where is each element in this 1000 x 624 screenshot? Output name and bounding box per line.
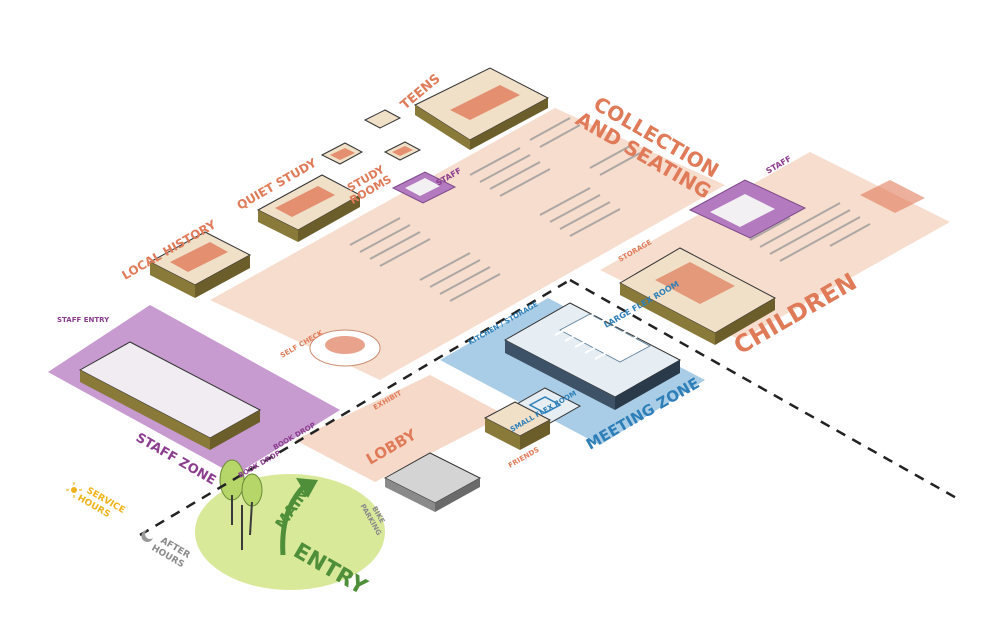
friends-room	[483, 401, 552, 450]
after-hours-boundary-line	[569, 278, 961, 502]
self-check-kiosk	[309, 329, 381, 367]
staff-desk-top	[391, 171, 457, 204]
staff-offices	[78, 341, 262, 450]
teens-room	[413, 67, 550, 150]
quiet-study-room	[256, 174, 362, 242]
restrooms	[383, 452, 482, 512]
friends-label: FRIENDS	[507, 446, 541, 470]
local-history-room	[148, 231, 252, 298]
children-room	[618, 247, 777, 345]
children-play-area	[860, 180, 925, 213]
entry-arrow-icon	[280, 483, 307, 556]
entry-trees	[219, 459, 263, 550]
meeting-seating	[554, 310, 641, 360]
sun-icon	[71, 487, 77, 493]
moon-icon	[141, 530, 153, 542]
staff-entry-label: STAFF ENTRY	[57, 316, 110, 324]
children-shelving	[749, 202, 871, 262]
study-rooms	[320, 109, 422, 165]
lobby-area	[295, 375, 505, 482]
staff-desk-children	[688, 179, 807, 239]
entry-plaza-area	[195, 474, 385, 590]
legend: SERVICE HOURS AFTER HOURS	[66, 482, 192, 570]
sun-rays-icon	[66, 482, 82, 498]
entry-arrowhead-icon	[296, 478, 318, 498]
collection-shelving	[349, 117, 641, 302]
service-boundary-line	[139, 278, 571, 537]
collection-zone-area	[210, 108, 725, 380]
